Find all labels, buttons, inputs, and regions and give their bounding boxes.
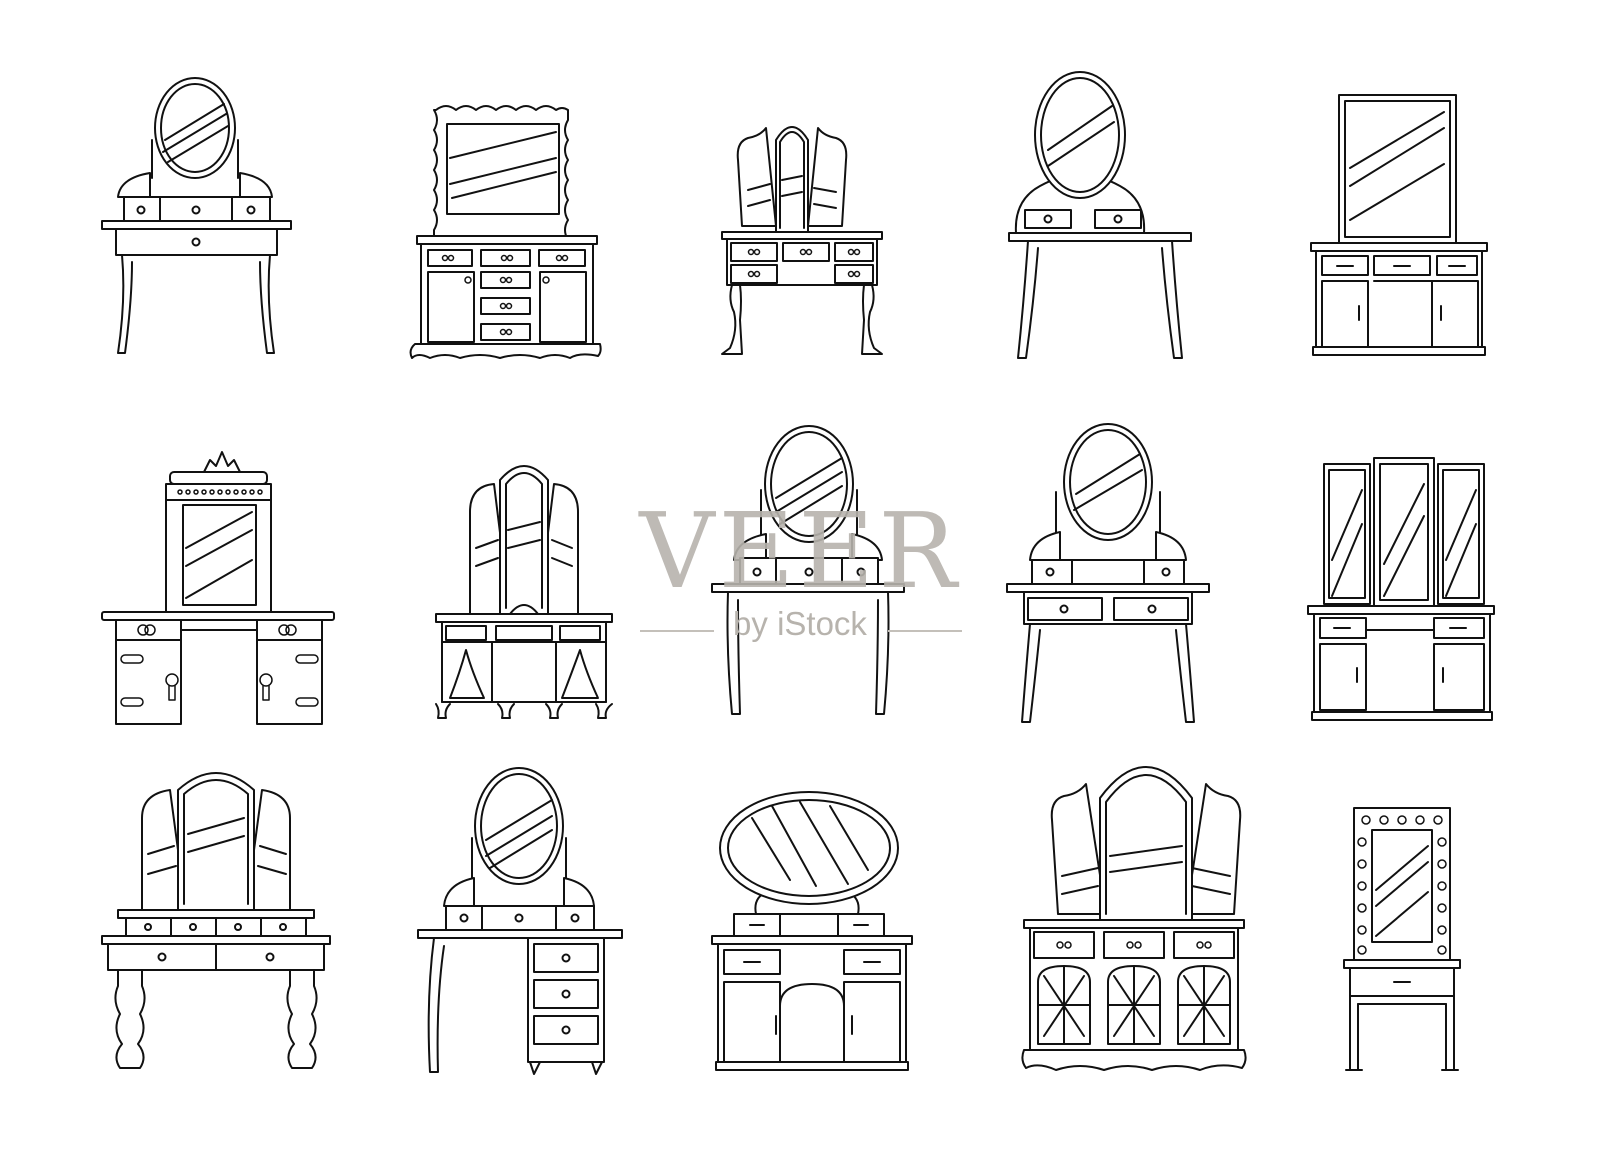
vanity-oval-swivel-two-tier xyxy=(1006,423,1210,723)
vanity-horizontal-oval-cabinet xyxy=(711,791,913,1071)
vanity-arched-triptych-carved xyxy=(435,465,613,719)
vanity-rectangular-mirror-cabinets xyxy=(1310,94,1488,356)
vanity-oval-mirror-curved-legs xyxy=(1008,71,1192,359)
vanity-triple-panel-mirror-cabinets xyxy=(1307,457,1495,721)
vanity-oval-swivel-curved-legs xyxy=(711,425,905,715)
vanity-arched-triptych-turned-legs xyxy=(101,772,331,1069)
vanity-hollywood-light-mirror xyxy=(1343,807,1461,1071)
vanity-baroque-triple-shell-cabinet xyxy=(1021,766,1247,1071)
vanity-oval-swivel-mirror-table xyxy=(101,77,292,354)
vanity-baroque-triple-mirror xyxy=(721,126,883,355)
vanity-ornate-pedestal-mirror xyxy=(101,451,335,725)
vanity-oval-mirror-desk-drawers xyxy=(417,767,623,1075)
vanity-wavy-frame-dresser xyxy=(409,105,602,359)
